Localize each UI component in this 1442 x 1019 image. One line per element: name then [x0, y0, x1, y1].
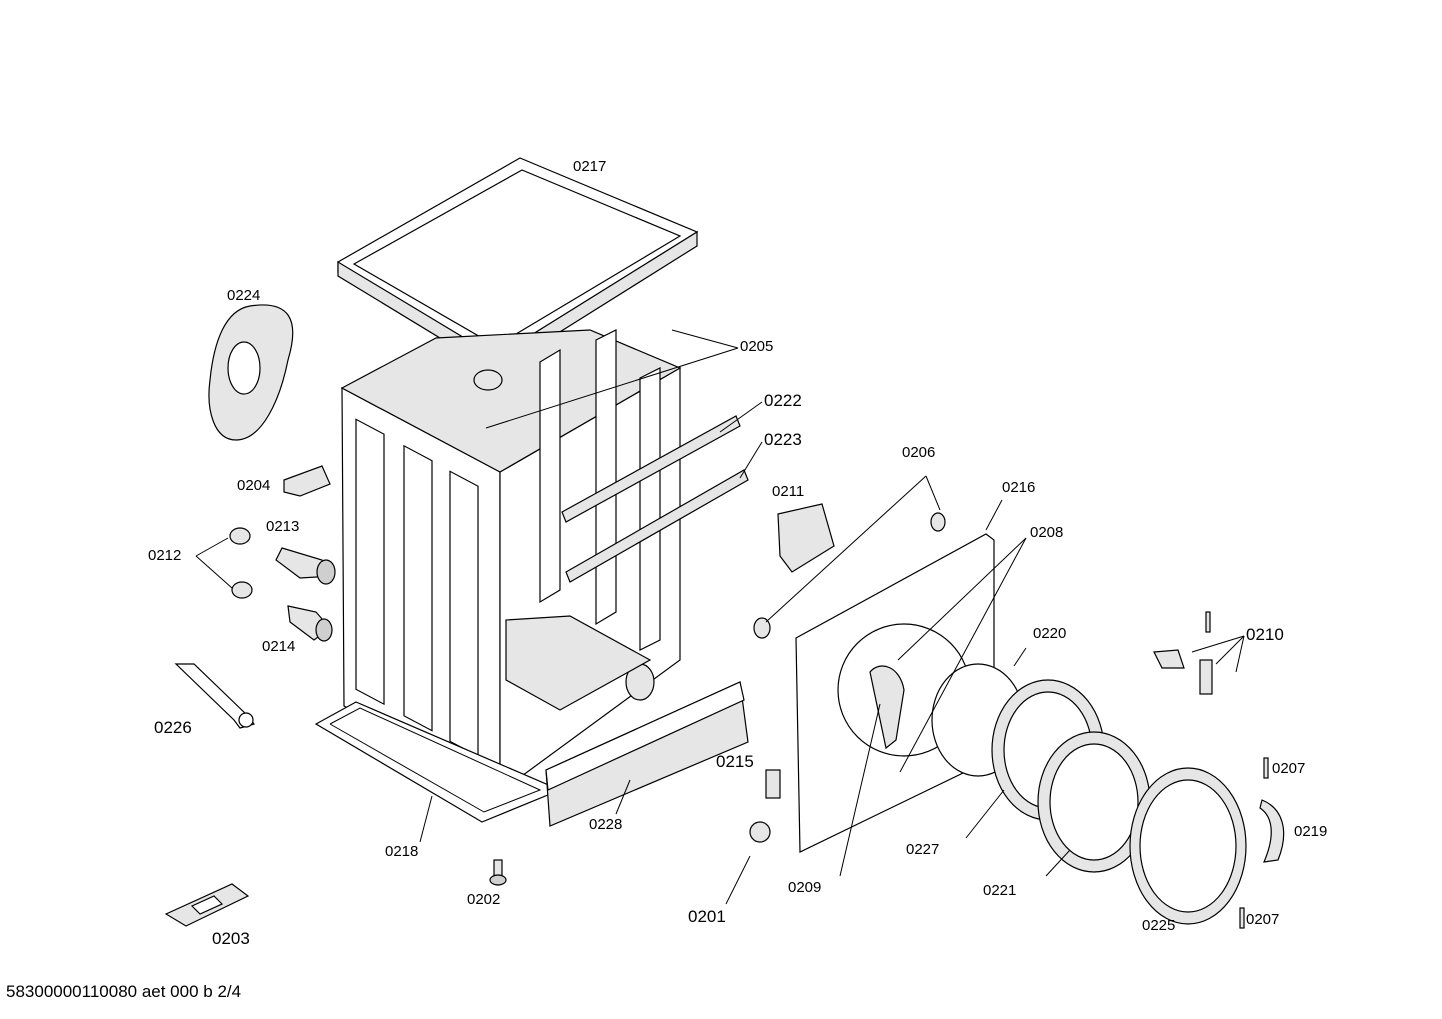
worktop-lid-part — [337, 157, 699, 374]
label-0217: 0217 — [573, 158, 607, 175]
label-0202: 0202 — [467, 891, 501, 908]
foot-part — [229, 527, 253, 599]
label-0209: 0209 — [788, 879, 822, 896]
label-0208: 0208 — [1030, 524, 1064, 541]
label-0222: 0222 — [764, 391, 802, 410]
plinth-panel-part — [545, 681, 749, 827]
label-0216: 0216 — [1002, 479, 1036, 496]
label-0203: 0203 — [212, 929, 250, 948]
label-0220: 0220 — [1033, 625, 1067, 642]
label-0214: 0214 — [262, 638, 296, 655]
drawing-reference-caption: 58300000110080 aet 000 b 2/4 — [6, 982, 242, 1001]
screw-part — [489, 859, 507, 886]
label-0213: 0213 — [266, 518, 300, 535]
label-0226: 0226 — [154, 718, 192, 737]
leader-lines — [195, 329, 1245, 905]
label-0207-lower: 0207 — [1246, 911, 1280, 928]
label-0227: 0227 — [906, 841, 940, 858]
front-panel-part — [795, 533, 995, 853]
label-0219: 0219 — [1294, 823, 1328, 840]
label-0228: 0228 — [589, 816, 623, 833]
label-0223: 0223 — [764, 430, 802, 449]
label-0205: 0205 — [740, 338, 774, 355]
label-0221: 0221 — [983, 882, 1017, 899]
label-0210: 0210 — [1246, 625, 1284, 644]
label-0207-upper: 0207 — [1272, 760, 1306, 777]
hinge-parts — [1153, 611, 1269, 929]
label-0212: 0212 — [148, 547, 182, 564]
label-0215: 0215 — [716, 752, 754, 771]
handle-part — [1259, 799, 1285, 863]
cabinet-frame-part — [340, 329, 682, 794]
clip-part — [283, 465, 331, 497]
door-lock-part — [777, 503, 835, 573]
wrench-part — [174, 663, 256, 729]
rear-cover-part — [208, 304, 294, 441]
small-parts — [749, 512, 946, 843]
label-0224: 0224 — [227, 287, 261, 304]
label-0206: 0206 — [902, 444, 936, 461]
label-0204: 0204 — [237, 477, 271, 494]
label-0211: 0211 — [772, 483, 805, 500]
damper-part — [275, 547, 336, 642]
label-0225: 0225 — [1142, 917, 1176, 934]
label-0218: 0218 — [385, 843, 419, 860]
door-window-parts — [931, 663, 1247, 925]
label-0201: 0201 — [688, 907, 726, 926]
transport-bracket-part — [164, 883, 250, 927]
brace-rails-part — [561, 415, 749, 583]
